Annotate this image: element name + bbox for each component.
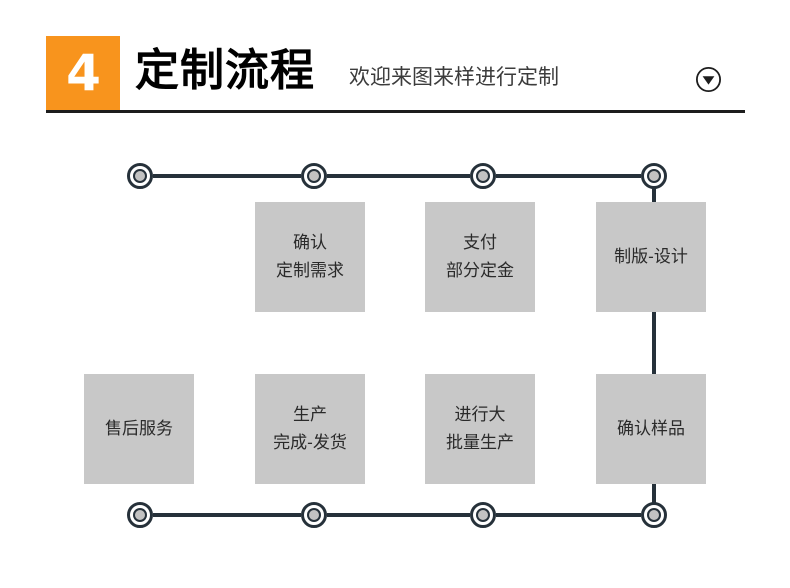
rail-bottom-segment-3 [496, 513, 641, 517]
flow-node-top-4[interactable] [641, 163, 667, 189]
connector-top-node-to-platemaking [652, 186, 656, 206]
step-label-line-1: 确认样品 [617, 419, 685, 438]
flow-node-top-3[interactable] [470, 163, 496, 189]
step-box-production-shipping[interactable]: 生产 完成-发货 [255, 374, 365, 484]
flow-node-bottom-4[interactable] [641, 502, 667, 528]
rail-top-segment-1 [153, 174, 301, 178]
step-box-mass-production[interactable]: 进行大 批量生产 [425, 374, 535, 484]
rail-bottom-segment-1 [153, 513, 301, 517]
step-label-line-1: 制版-设计 [614, 247, 688, 266]
page-header: 4 定制流程 欢迎来图来样进行定制 [0, 0, 790, 120]
step-number-badge: 4 [46, 36, 120, 110]
step-label-line-1: 进行大 [454, 405, 506, 424]
step-number-label: 4 [66, 44, 101, 102]
step-label-line-1: 支付 [463, 233, 497, 252]
rail-top-segment-2 [327, 174, 470, 178]
page-title: 定制流程 [135, 46, 315, 95]
flow-node-bottom-2[interactable] [301, 502, 327, 528]
step-label-line-2: 定制需求 [276, 261, 344, 280]
step-label-line-1: 生产 [293, 405, 327, 424]
rail-top-segment-3 [496, 174, 641, 178]
connector-platemaking-to-sample [652, 312, 656, 376]
step-box-after-sales[interactable]: 售后服务 [84, 374, 194, 484]
process-flow-diagram: 确认 定制需求 支付 部分定金 制版-设计 售后服务 生产 完成-发货 进行大 … [0, 120, 790, 588]
connector-sample-to-bottom-node [652, 484, 656, 508]
step-label-line-1: 确认 [293, 233, 327, 252]
flow-node-top-2[interactable] [301, 163, 327, 189]
step-box-confirm-sample[interactable]: 确认样品 [596, 374, 706, 484]
chevron-down-circle-icon[interactable] [695, 66, 722, 93]
flow-node-bottom-3[interactable] [470, 502, 496, 528]
step-box-confirm-requirements[interactable]: 确认 定制需求 [255, 202, 365, 312]
step-box-platemaking-design[interactable]: 制版-设计 [596, 202, 706, 312]
step-label-line-2: 批量生产 [446, 433, 514, 452]
page-subtitle: 欢迎来图来样进行定制 [349, 66, 559, 89]
step-label-line-2: 部分定金 [446, 261, 514, 280]
flow-node-top-1[interactable] [127, 163, 153, 189]
rail-bottom-segment-2 [327, 513, 470, 517]
step-box-pay-deposit[interactable]: 支付 部分定金 [425, 202, 535, 312]
flow-node-bottom-1[interactable] [127, 502, 153, 528]
step-label-line-1: 售后服务 [105, 419, 173, 438]
step-label-line-2: 完成-发货 [273, 433, 347, 452]
header-divider [46, 110, 745, 113]
